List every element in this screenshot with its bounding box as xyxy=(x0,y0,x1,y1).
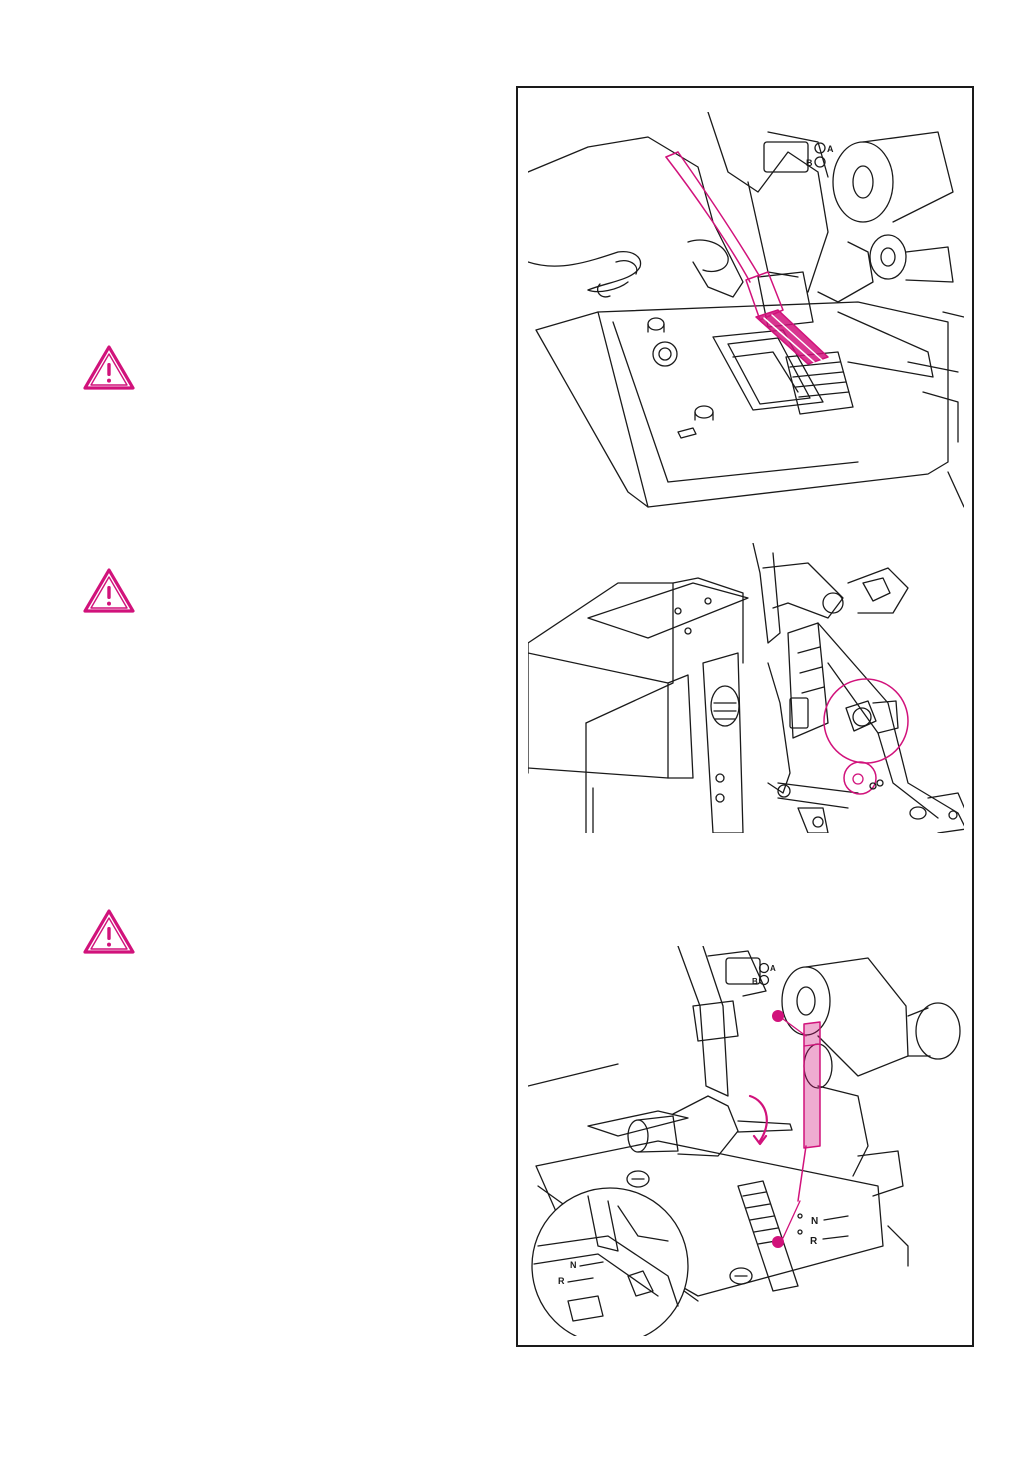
callout-dot-top xyxy=(772,1010,784,1022)
warning-icon-3 xyxy=(81,907,137,957)
rotation-arrow xyxy=(750,1096,767,1141)
label-a: A xyxy=(827,144,834,154)
highlight-circle-large xyxy=(824,679,908,763)
inset-label-n: N xyxy=(570,1260,577,1270)
illustration-frame: A B xyxy=(516,86,974,1347)
warning-triangle-icon xyxy=(81,907,137,957)
label-r: R xyxy=(810,1236,818,1247)
warning-triangle-icon xyxy=(81,566,137,616)
figure-cleaning-brush: A B xyxy=(528,112,964,522)
callout-dot-bottom xyxy=(772,1236,784,1248)
figure-side-mechanism xyxy=(528,543,964,833)
adjust-lever xyxy=(798,1022,820,1201)
figure-lever-adjust: A B N R xyxy=(528,946,964,1336)
hand xyxy=(528,137,743,297)
warning-triangle-icon xyxy=(81,343,137,393)
inset-detail: N R xyxy=(532,1188,688,1336)
label-b: B xyxy=(752,977,758,986)
label-n: N xyxy=(811,1216,818,1227)
warning-icon-1 xyxy=(81,343,137,393)
inset-label-r: R xyxy=(558,1276,565,1286)
label-b: B xyxy=(806,158,813,168)
warning-icon-2 xyxy=(81,566,137,616)
cleaning-brush xyxy=(666,152,828,364)
highlight-circle-small xyxy=(844,762,876,794)
label-a: A xyxy=(770,964,776,973)
machine-body xyxy=(528,583,673,723)
